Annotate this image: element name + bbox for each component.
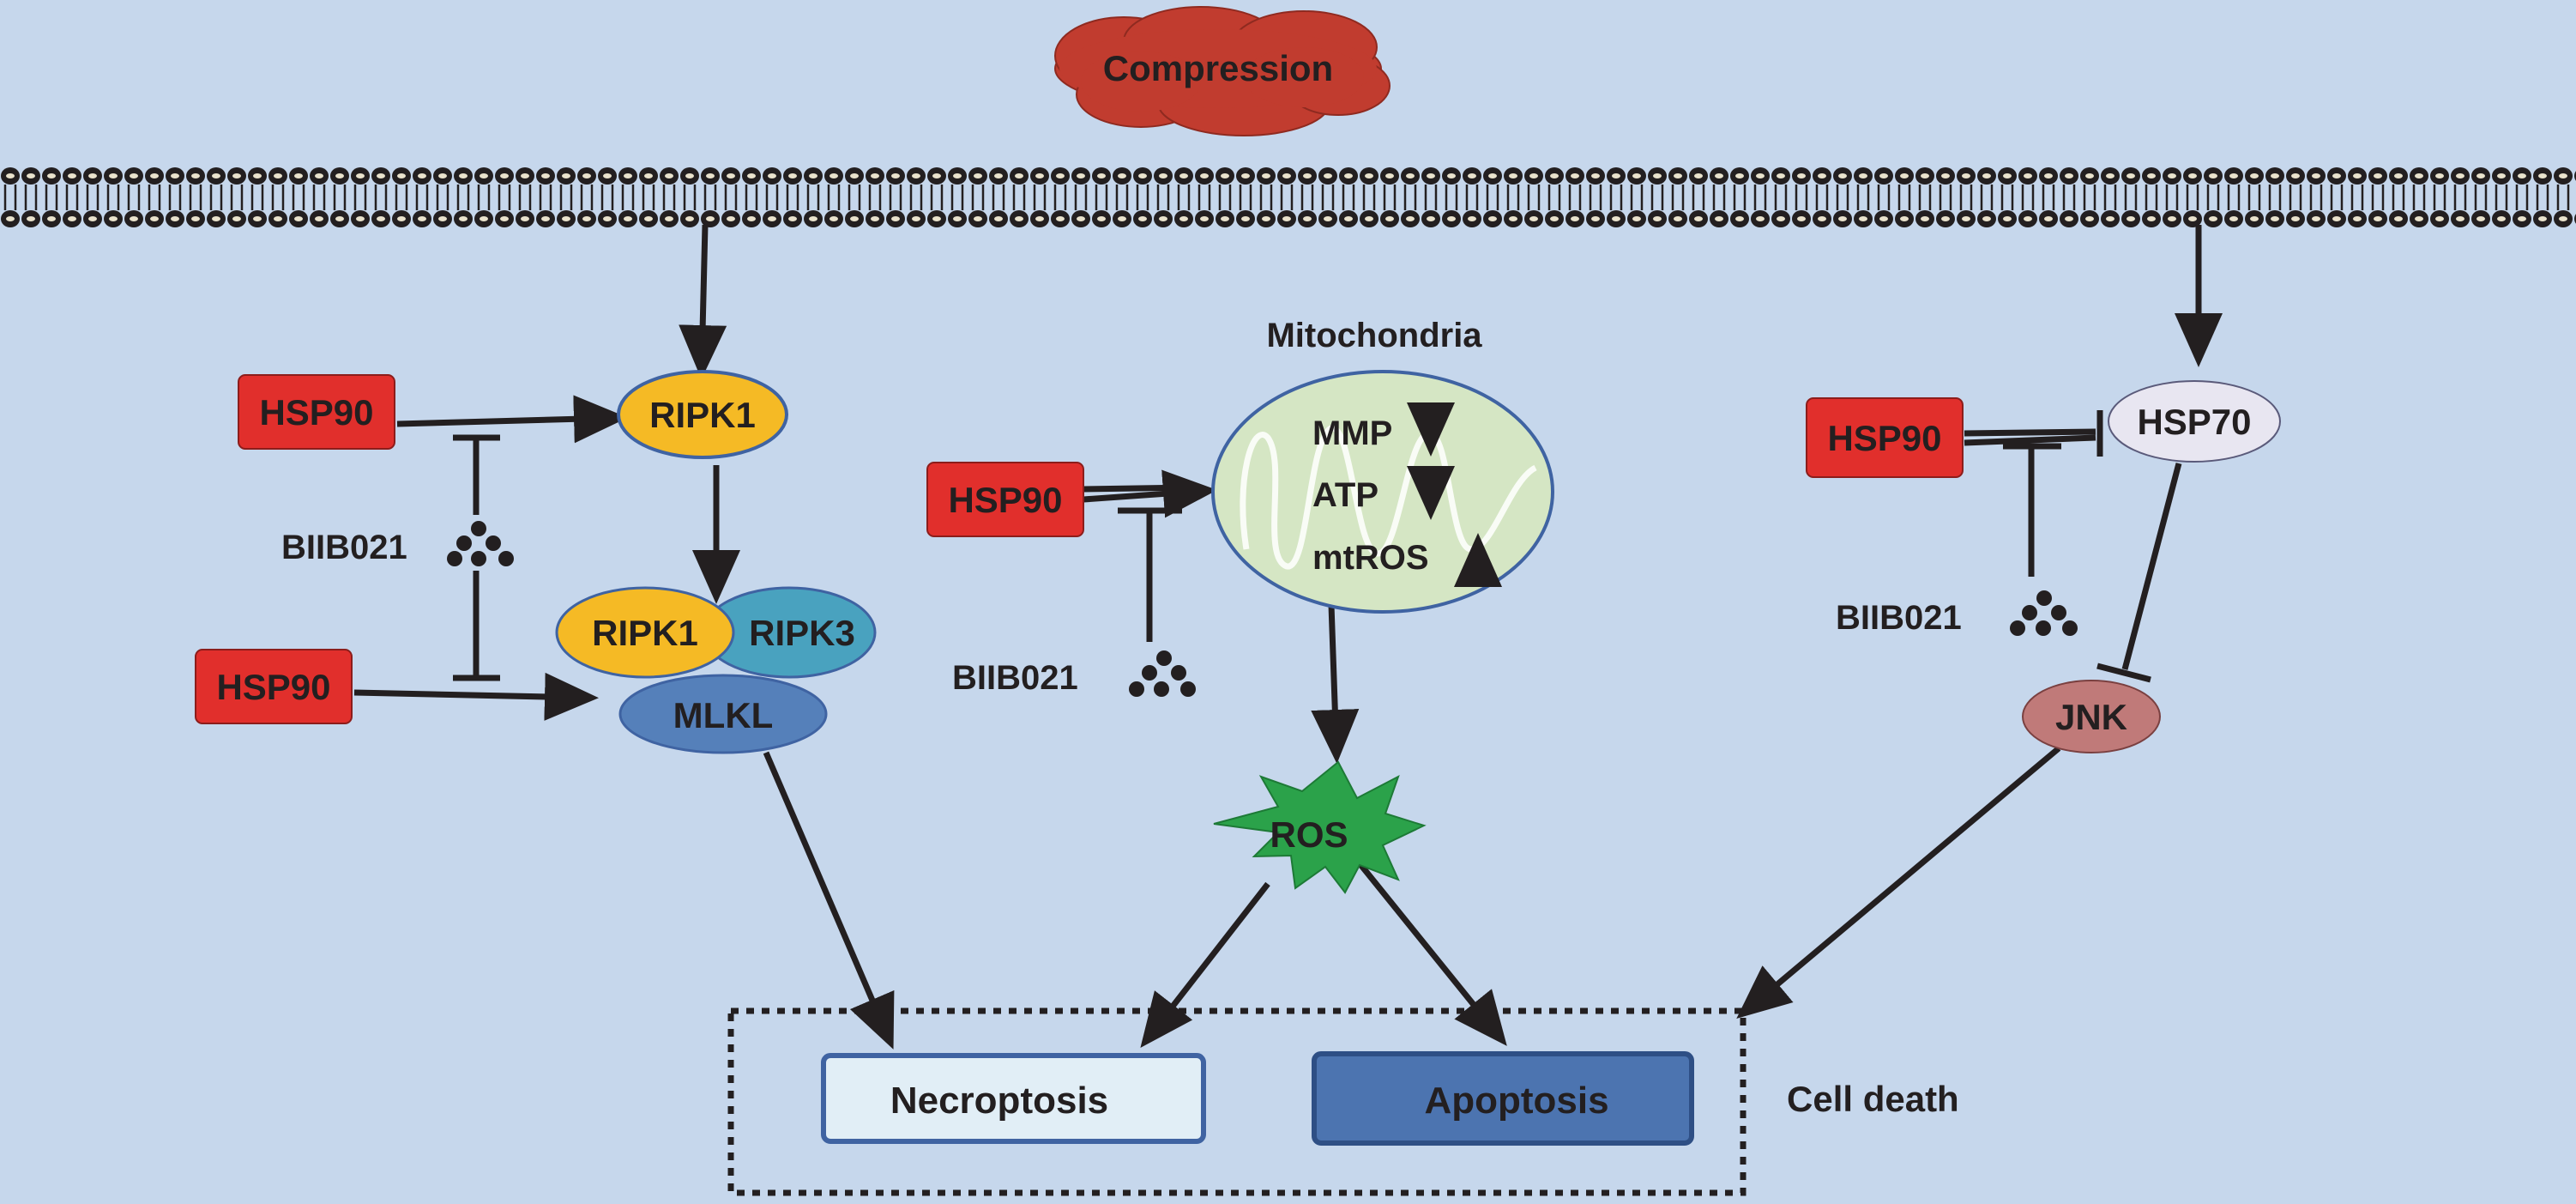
hsp90-middle: HSP90 bbox=[926, 462, 1084, 537]
ripk3-label: RIPK3 bbox=[749, 613, 855, 653]
apoptosis-box: Apoptosis bbox=[1312, 1051, 1694, 1146]
biib021-middle: BIIB021 bbox=[952, 650, 1196, 697]
inhibit-hsp90-hsp70-2 bbox=[1964, 434, 2096, 446]
arrow-ros-apoptosis bbox=[1353, 856, 1507, 1046]
drug-dots-middle bbox=[1129, 650, 1196, 697]
jnk-label: JNK bbox=[2055, 697, 2127, 737]
ripk1-node: RIPK1 bbox=[617, 370, 788, 459]
necrosome-complex: RIPK1 RIPK3 MLKL bbox=[555, 586, 877, 754]
mlkl-label: MLKL bbox=[673, 695, 774, 735]
ros-label: ROS bbox=[1270, 814, 1348, 855]
biib021-left-label: BIIB021 bbox=[281, 529, 407, 566]
ros-node: ROS bbox=[1213, 760, 1427, 894]
cristae-line bbox=[1240, 425, 1537, 570]
jnk-node: JNK bbox=[2022, 680, 2161, 753]
ripk1-complex-label: RIPK1 bbox=[592, 613, 698, 653]
hsp90-right-label: HSP90 bbox=[1827, 418, 1941, 458]
inhibit-hsp70-jnk-bar bbox=[2096, 663, 2151, 683]
hsp90-right: HSP90 bbox=[1806, 397, 1964, 478]
necroptosis-label: Necroptosis bbox=[890, 1080, 1108, 1122]
inhibit-hsp90-hsp70-1 bbox=[1964, 428, 2096, 437]
arrow-mlkl-necroptosis bbox=[763, 751, 895, 1050]
biib021-right-label: BIIB021 bbox=[1836, 599, 1962, 637]
compression-cloud: Compression bbox=[1054, 6, 1391, 136]
mtros-label: mtROS bbox=[1312, 539, 1429, 577]
arrow-hsp90-mito-2 bbox=[1083, 469, 1217, 518]
biib021-right: BIIB021 bbox=[1836, 590, 2078, 637]
drug-dots-right bbox=[2010, 590, 2078, 636]
cell-death-label: Cell death bbox=[1787, 1079, 1959, 1119]
mitochondria-node: MMP ATP mtROS bbox=[1211, 370, 1554, 614]
mitochondria-title: Mitochondria bbox=[1266, 317, 1482, 354]
arrow-jnk-apoptosis bbox=[1736, 746, 2061, 1019]
arrow-hsp90-ripk1 bbox=[396, 395, 628, 444]
hsp90-middle-label: HSP90 bbox=[948, 480, 1062, 520]
ripk1-label: RIPK1 bbox=[649, 395, 756, 435]
apoptosis-label: Apoptosis bbox=[1424, 1080, 1608, 1122]
atp-label: ATP bbox=[1312, 476, 1378, 514]
necroptosis-box: Necroptosis bbox=[821, 1053, 1206, 1144]
hsp90-left-bottom: HSP90 bbox=[195, 649, 353, 724]
arrow-mito-ros bbox=[1311, 604, 1360, 764]
mlkl-node bbox=[618, 674, 828, 754]
cell-membrane bbox=[0, 163, 2576, 232]
hsp90-left-bottom-label: HSP90 bbox=[216, 667, 330, 707]
compression-label: Compression bbox=[1103, 48, 1333, 88]
biib021-middle-label: BIIB021 bbox=[952, 659, 1078, 697]
mmp-label: MMP bbox=[1312, 414, 1392, 452]
cell-death-box bbox=[727, 1007, 1746, 1196]
ripk1-complex-node bbox=[555, 586, 735, 679]
biib021-left: BIIB021 bbox=[281, 521, 514, 566]
arrow-hsp90-mlkl bbox=[353, 672, 599, 721]
arrow-membrane-ripk1 bbox=[679, 224, 727, 379]
hsp90-left-top: HSP90 bbox=[238, 374, 395, 450]
hsp70-label: HSP70 bbox=[2137, 402, 2251, 442]
hsp90-left-top-label: HSP90 bbox=[259, 392, 373, 433]
hsp70-node: HSP70 bbox=[2108, 380, 2281, 463]
inhibit-hsp70-jnk bbox=[2121, 463, 2182, 670]
arrow-hsp90-mito-1 bbox=[1083, 484, 1193, 493]
drug-dots-left bbox=[447, 521, 514, 566]
